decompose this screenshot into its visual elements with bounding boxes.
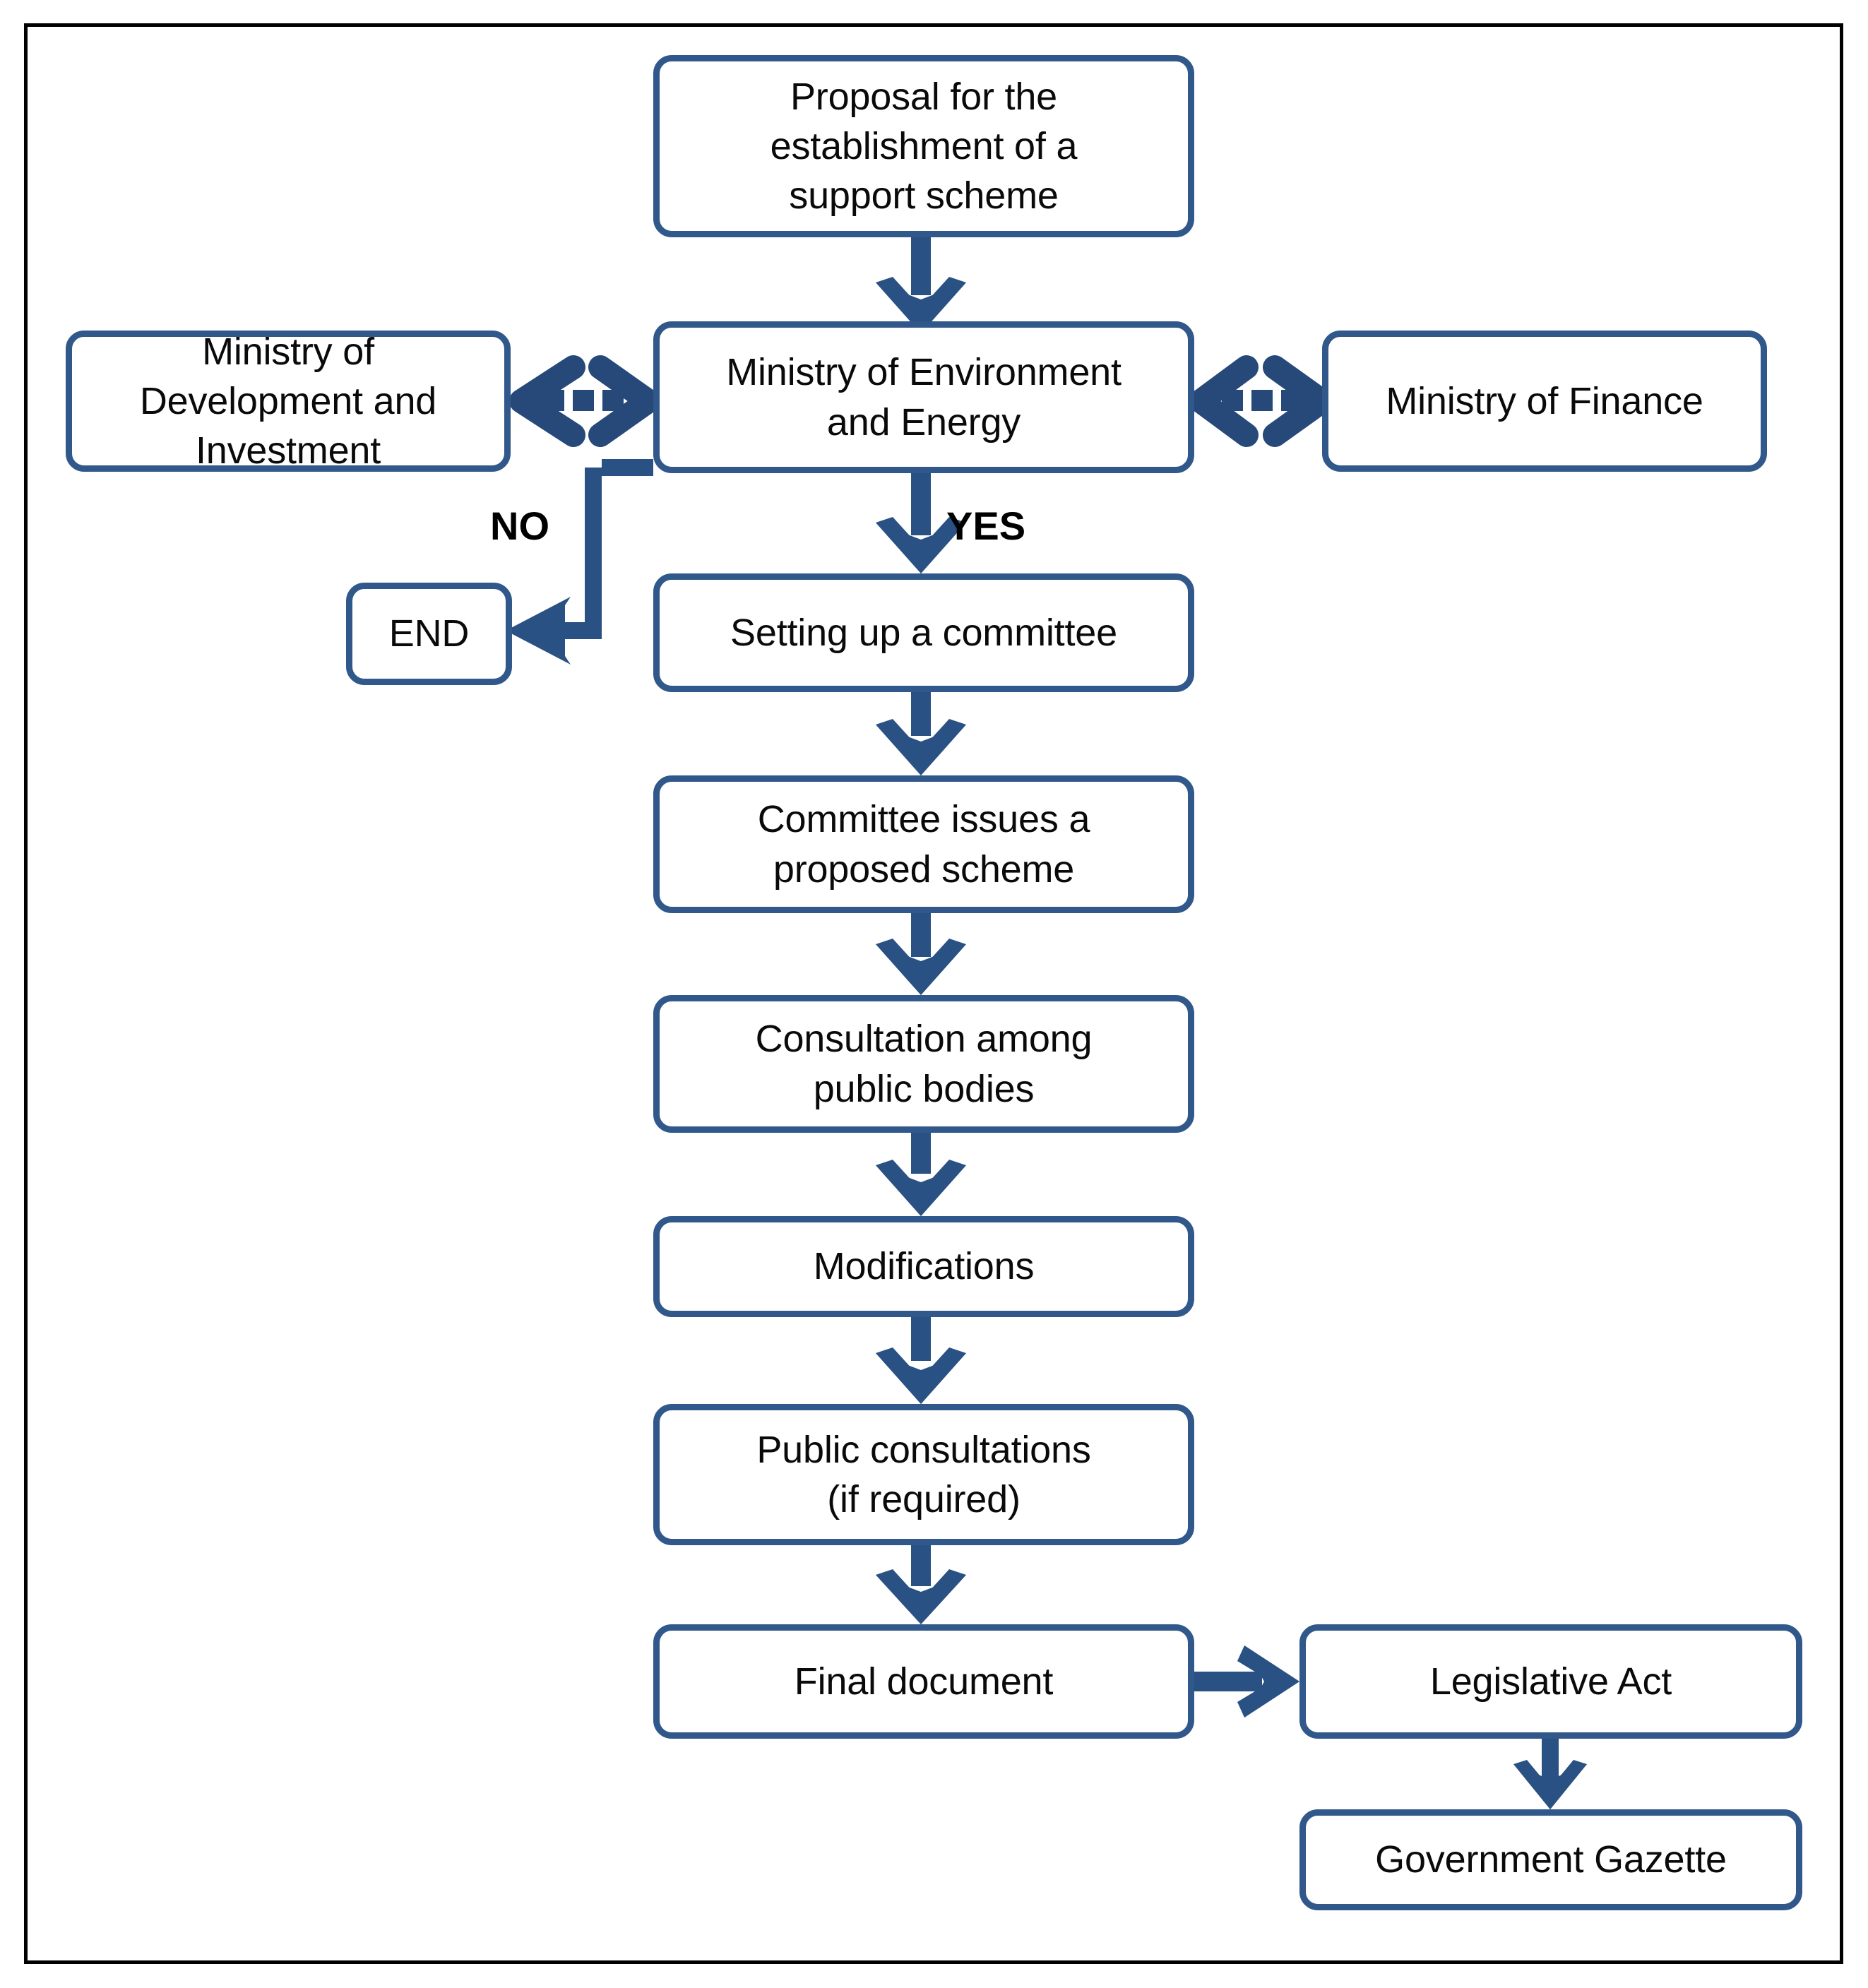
- edge-ministry-env-to-end-no: [506, 459, 653, 665]
- node-consultation-among-public-bodies[interactable]: Consultation among public bodies: [653, 995, 1194, 1133]
- edge-committee-issue-to-consultation: [876, 913, 966, 995]
- node-ministry-of-finance[interactable]: Ministry of Finance: [1322, 331, 1767, 472]
- node-proposal[interactable]: Proposal for the establishment of a supp…: [653, 55, 1194, 237]
- edge-proposal-to-ministry-env: [876, 237, 966, 333]
- edge-ministry-env-to-ministry-fin-dotted: [1189, 355, 1334, 447]
- node-ministry-dev-label: Ministry of Development and Investment: [139, 330, 437, 472]
- node-setting-up-a-committee[interactable]: Setting up a committee: [653, 573, 1194, 692]
- edge-final-doc-to-legislative-act: [1194, 1645, 1299, 1718]
- node-end[interactable]: END: [346, 583, 512, 685]
- node-ministry-of-development-and-investment[interactable]: Ministry of Development and Investment: [66, 331, 511, 472]
- edge-modifications-to-public-consult: [876, 1317, 966, 1404]
- node-final-document[interactable]: Final document: [653, 1624, 1194, 1739]
- node-final-doc-label: Final document: [794, 1660, 1054, 1703]
- node-gov-gazette-label: Government Gazette: [1375, 1838, 1727, 1881]
- branch-label-no: NO: [490, 504, 549, 548]
- edge-ministry-env-to-committee-setup: [876, 473, 966, 573]
- node-committee-setup-label: Setting up a committee: [730, 611, 1117, 654]
- node-ministry-env-label: Ministry of Environment and Energy: [726, 351, 1122, 444]
- node-consultation-label: Consultation among public bodies: [755, 1018, 1093, 1110]
- node-proposal-label: Proposal for the establishment of a supp…: [770, 75, 1078, 218]
- node-modifications-label: Modifications: [813, 1245, 1035, 1288]
- edge-public-consult-to-final-doc: [876, 1545, 966, 1624]
- node-committee-issues-proposed-scheme[interactable]: Committee issues a proposed scheme: [653, 775, 1194, 913]
- node-committee-issue-label: Committee issues a proposed scheme: [757, 798, 1090, 891]
- node-ministry-of-environment-and-energy[interactable]: Ministry of Environment and Energy: [653, 321, 1194, 473]
- node-public-consult-label: Public consultations (if required): [756, 1428, 1091, 1520]
- branch-label-yes: YES: [946, 504, 1026, 548]
- edge-committee-setup-to-committee-issue: [876, 692, 966, 775]
- node-public-consultations[interactable]: Public consultations (if required): [653, 1404, 1194, 1545]
- edge-consultation-to-modifications: [876, 1133, 966, 1216]
- edge-legislative-act-to-gov-gazette: [1513, 1739, 1587, 1809]
- node-legislative-act[interactable]: Legislative Act: [1299, 1624, 1802, 1739]
- node-end-label: END: [388, 612, 470, 655]
- node-legislative-act-label: Legislative Act: [1429, 1660, 1672, 1703]
- node-ministry-fin-label: Ministry of Finance: [1386, 379, 1703, 422]
- edge-ministry-dev-to-ministry-env-dotted: [509, 355, 660, 447]
- node-government-gazette[interactable]: Government Gazette: [1299, 1809, 1802, 1910]
- node-modifications[interactable]: Modifications: [653, 1216, 1194, 1317]
